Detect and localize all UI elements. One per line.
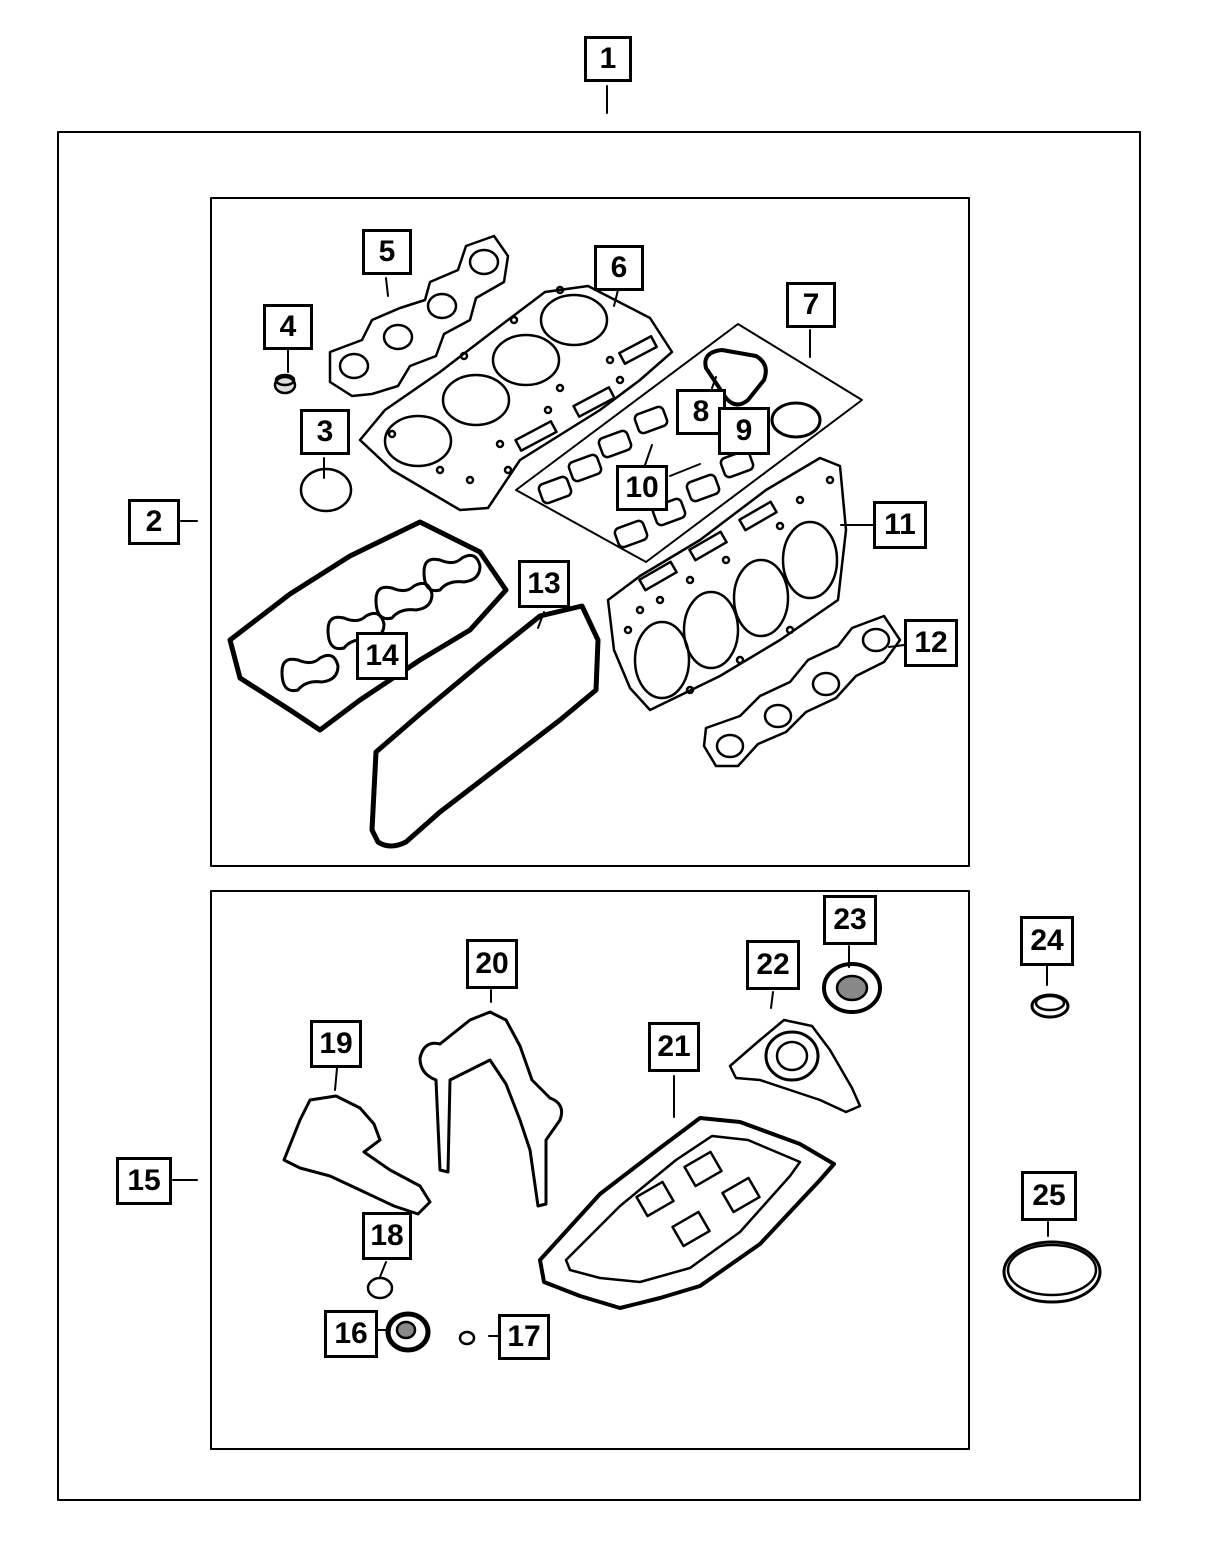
head-gasket-6 (358, 284, 674, 512)
callout-6: 6 (594, 245, 644, 291)
callout-14: 14 (356, 632, 408, 680)
callout-18: 18 (362, 1212, 412, 1260)
callout-23: 23 (823, 895, 877, 945)
lower-set-frame (210, 890, 970, 1450)
callout-25: 25 (1021, 1171, 1077, 1221)
callout-19: 19 (310, 1020, 362, 1068)
rear-main-seal-23 (822, 962, 882, 1014)
water-pump-gasket-19 (282, 1094, 432, 1216)
callout-7: 7 (786, 282, 836, 328)
callout-2: 2 (128, 499, 180, 545)
ring-24 (1030, 993, 1070, 1019)
callout-10: 10 (616, 465, 668, 511)
callout-11: 11 (873, 501, 927, 549)
plug-4 (273, 373, 297, 395)
callout-1: 1 (584, 36, 632, 82)
callout-20: 20 (466, 939, 518, 989)
upper-set-frame (210, 197, 970, 867)
valve-cover-gasket-13 (369, 603, 601, 849)
callout-21: 21 (648, 1022, 700, 1072)
callout-24: 24 (1020, 916, 1074, 966)
callout-13: 13 (518, 560, 570, 608)
outer-frame (57, 131, 1141, 1501)
throttle-gasket-8 (703, 348, 768, 407)
callout-9: 9 (718, 407, 770, 455)
o-ring-17 (458, 1330, 476, 1346)
callout-16: 16 (324, 1310, 378, 1358)
crank-seal-16 (385, 1311, 431, 1353)
exhaust-manifold-gasket-12 (702, 614, 902, 768)
callout-15: 15 (116, 1157, 172, 1205)
o-ring-18 (366, 1276, 394, 1300)
o-ring-3 (299, 467, 353, 513)
intake-gasket-sheet-7 (515, 323, 863, 563)
oil-pan-gasket-21 (538, 1116, 836, 1310)
callout-12: 12 (904, 619, 958, 667)
rear-seal-retainer-22 (728, 1018, 862, 1114)
timing-cover-gasket-20 (418, 1010, 564, 1208)
callout-8: 8 (676, 389, 726, 435)
exhaust-manifold-gasket-5 (328, 234, 510, 398)
callout-17: 17 (498, 1314, 550, 1360)
callout-5: 5 (362, 229, 412, 275)
callout-22: 22 (746, 940, 800, 990)
ring-gasket-9 (770, 401, 822, 439)
valve-cover-gasket-14 (227, 519, 509, 733)
ring-25 (1002, 1240, 1102, 1304)
head-gasket-11 (606, 456, 848, 712)
callout-3: 3 (300, 409, 350, 455)
callout-4: 4 (263, 304, 313, 350)
